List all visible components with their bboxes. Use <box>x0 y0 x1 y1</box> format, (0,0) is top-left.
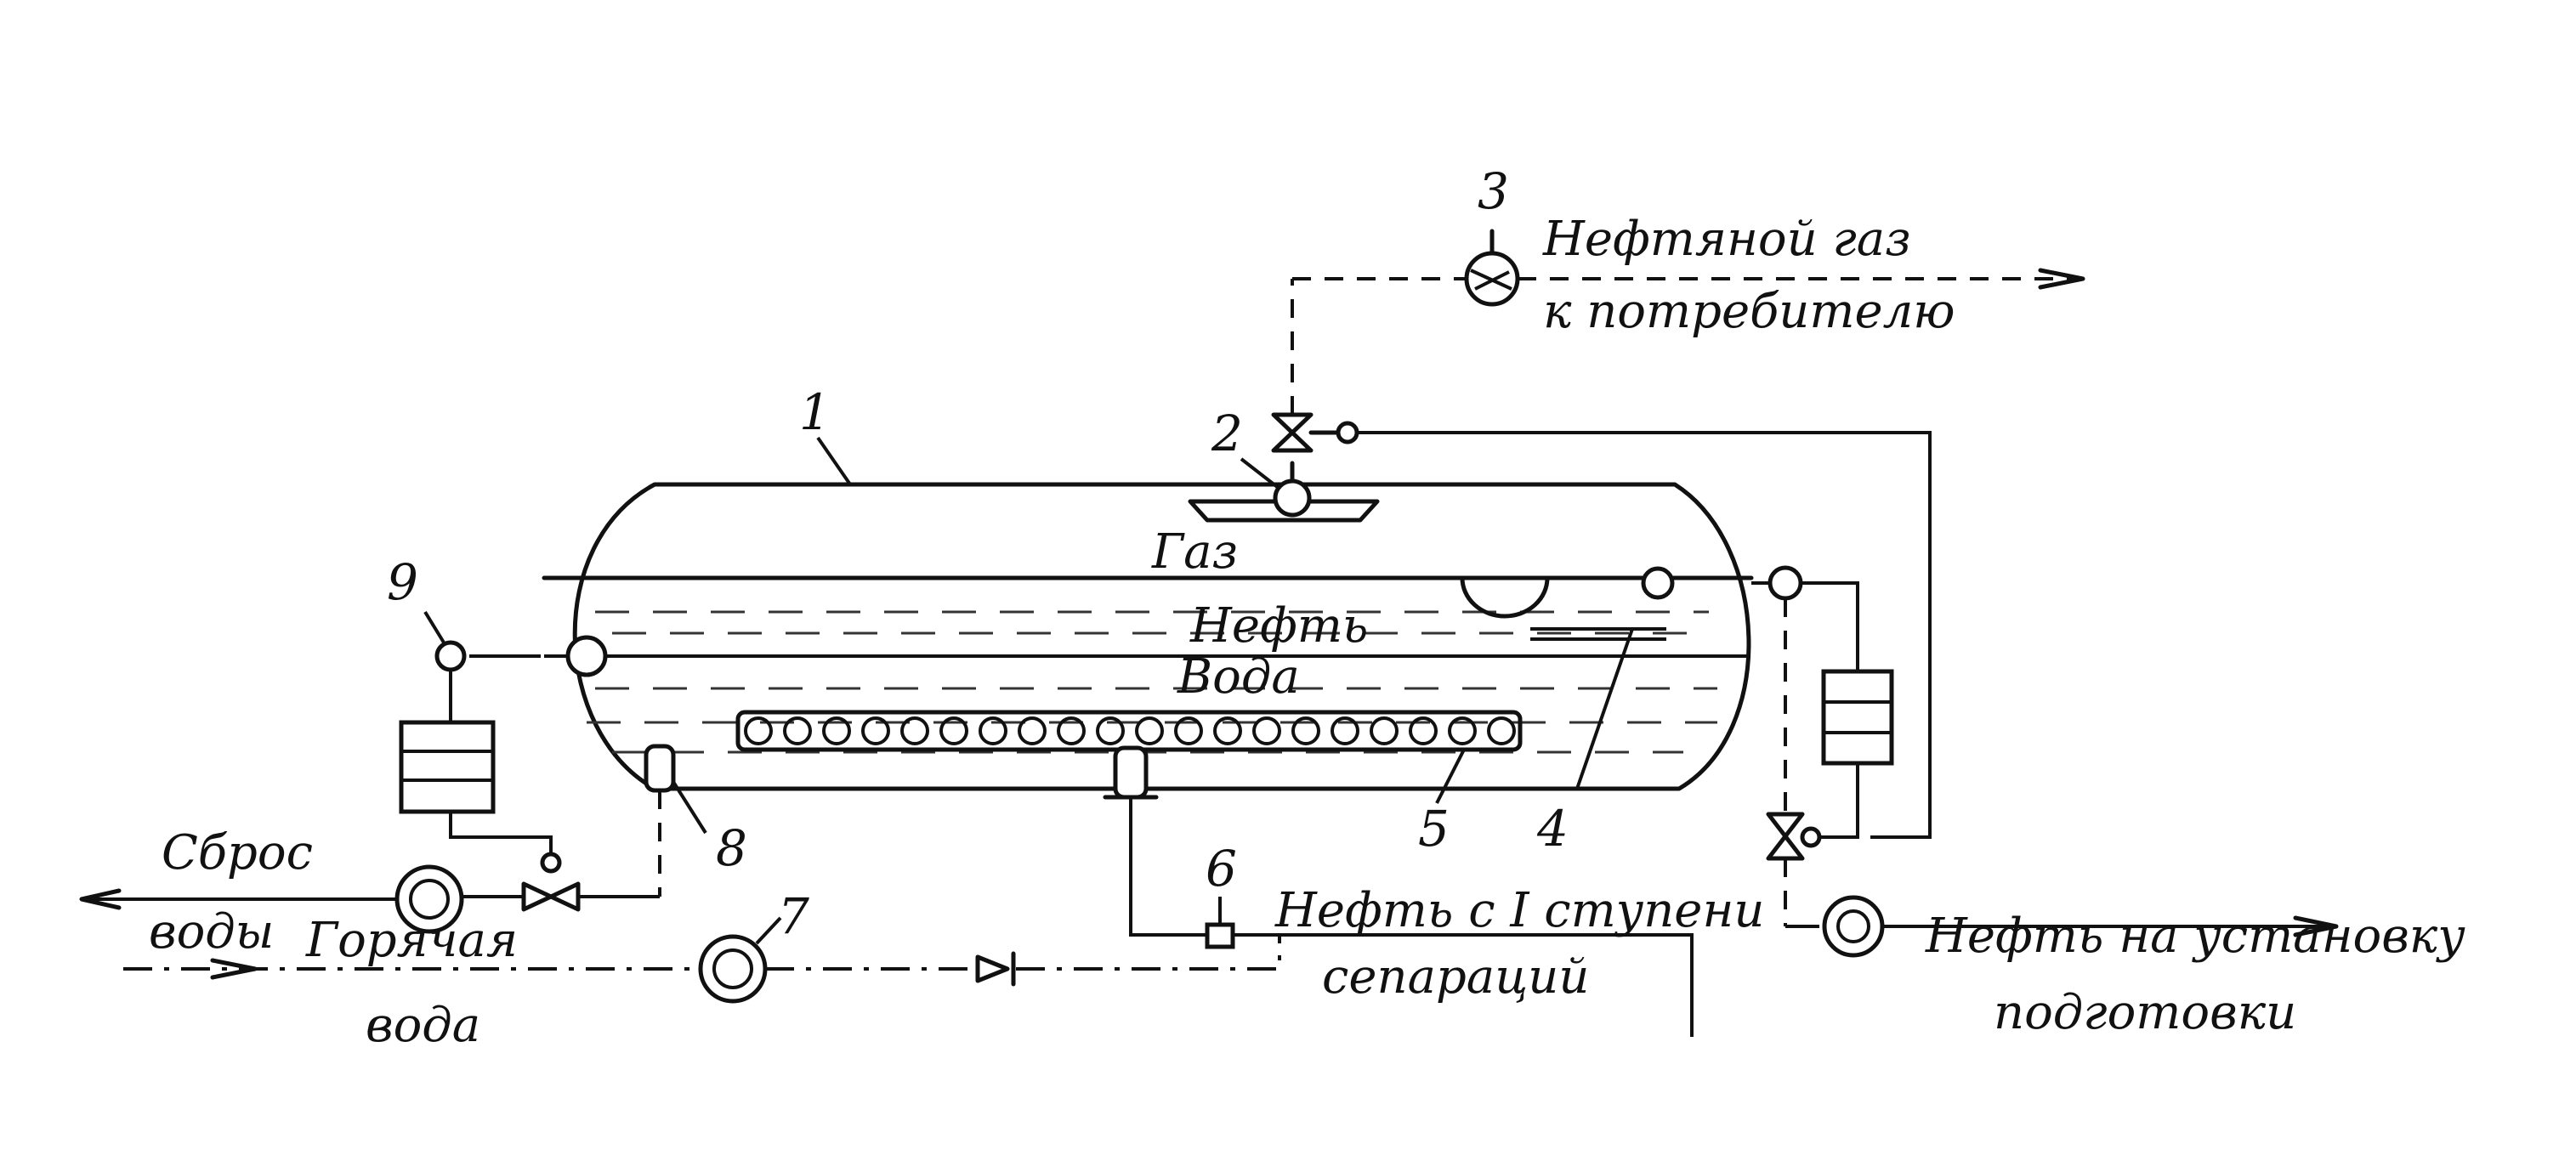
label-oil-out-1: Нефть на установку <box>1925 909 2465 964</box>
level-sensor-9 <box>434 640 467 672</box>
oil-valve <box>1766 812 1805 861</box>
label-water-discharge-1: Сброс <box>162 825 313 880</box>
coil-tube <box>783 716 812 745</box>
label-oil-in-1: Нефть с I ступени <box>1274 883 1764 938</box>
callout-1: 1 <box>799 383 831 441</box>
callout-8: 8 <box>716 819 747 877</box>
coil-tube <box>1331 716 1359 745</box>
oil-inlet-nozzle <box>1113 745 1149 800</box>
coil-tube <box>939 716 968 745</box>
callout-4: 4 <box>1536 800 1569 858</box>
coil-tube <box>1252 716 1281 745</box>
label-gas-out-1: Нефтяной газ <box>1542 212 1911 267</box>
coil-tube <box>822 716 851 745</box>
coil-tube <box>1213 716 1242 745</box>
coil-tube <box>1174 716 1203 745</box>
callout-3: 3 <box>1478 162 1509 220</box>
label-oil-in-2: сепараций <box>1322 949 1589 1005</box>
oil-out-arrow <box>2293 915 2339 937</box>
check-valve <box>975 951 1016 987</box>
gas-collector <box>1188 499 1380 523</box>
oil-meter <box>1822 895 1885 958</box>
coil-tube <box>1096 716 1125 745</box>
label-gas-out-2: к потребителю <box>1543 284 1955 339</box>
water-outlet-nozzle <box>644 744 676 793</box>
level-controller-right <box>1821 669 1894 766</box>
callout-6: 6 <box>1206 840 1237 897</box>
coil-tube <box>1487 716 1516 745</box>
coil-tube <box>979 716 1007 745</box>
callout-9: 9 <box>387 553 418 611</box>
label-oil-zone: Нефть <box>1189 598 1368 654</box>
gas-outlet-nozzle <box>1273 478 1312 518</box>
coil-tube <box>861 716 890 745</box>
coil-tube <box>1291 716 1320 745</box>
heater-coil <box>735 710 1523 752</box>
label-water-zone: Вода <box>1177 649 1300 705</box>
label-oil-out-2: подготовки <box>1994 985 2296 1040</box>
thermometer-6 <box>1205 922 1235 949</box>
label-hot-water-2: вода <box>366 998 480 1053</box>
coil-tube <box>1018 716 1047 745</box>
level-controller-left <box>399 720 496 814</box>
hot-water-arrow <box>210 958 258 980</box>
level-float <box>1460 575 1550 619</box>
callout-2: 2 <box>1211 405 1243 462</box>
separator-vessel <box>542 482 1754 791</box>
coil-tube <box>1448 716 1477 745</box>
coil-tube <box>1057 716 1086 745</box>
level-sensor-left <box>565 635 608 677</box>
callout-7: 7 <box>778 887 809 945</box>
hot-water-meter <box>698 934 768 1004</box>
water-discharge-arrow <box>79 888 122 910</box>
label-water-discharge-2: воды <box>149 904 274 960</box>
coil-tube <box>1409 716 1438 745</box>
coil-tube <box>1370 716 1399 745</box>
partition <box>1575 628 1634 790</box>
gas-valve <box>1271 412 1314 453</box>
label-hot-water-1: Горячая <box>305 913 518 968</box>
gas-out-arrow <box>2038 268 2085 290</box>
coil-tube <box>744 716 773 745</box>
callout-5: 5 <box>1418 800 1450 858</box>
coil-tube <box>1135 716 1164 745</box>
coil-tube <box>900 716 929 745</box>
label-gas-zone: Газ <box>1151 524 1238 580</box>
level-sensor-right <box>1641 566 1675 600</box>
water-valve <box>521 881 581 912</box>
callout-numbers: 1 2 3 4 5 6 7 8 9 <box>387 162 1569 945</box>
